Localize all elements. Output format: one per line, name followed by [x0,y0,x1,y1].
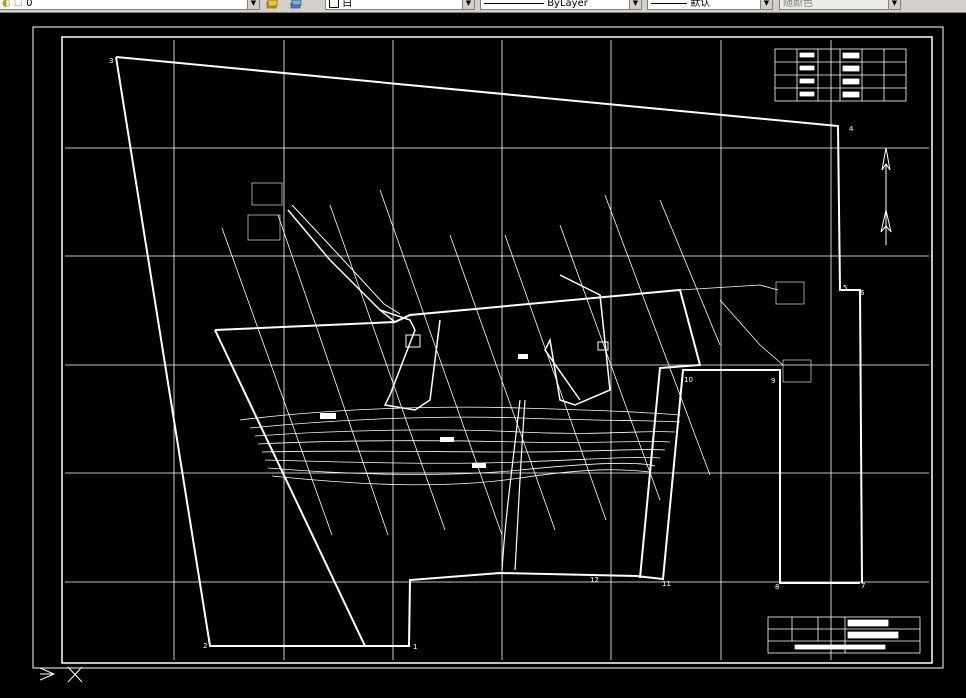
lineweight-sample [651,2,687,4]
road-segment [287,209,396,323]
color-swatch [329,0,339,8]
point-label-2: 2 [203,642,207,650]
color-dropdown[interactable]: 白 ▼ [325,0,475,10]
boundary-main [115,56,860,647]
layer-previous-icon[interactable] [290,0,302,10]
chevron-down-icon[interactable]: ▼ [247,0,259,9]
point-label-11: 11 [662,580,671,588]
point-label-5: 5 [843,284,847,292]
point-label-10: 10 [684,376,693,384]
chevron-down-icon[interactable]: ▼ [629,0,641,9]
coordinate-grid [65,40,929,660]
section-lines [221,189,721,536]
point-label-7: 7 [861,582,865,590]
cursor-cross-icon [67,666,83,683]
point-label-4: 4 [849,125,854,133]
title-block [767,616,921,654]
layer-state-icons: ◐ ☐ [2,0,27,9]
linetype-dropdown-value: ByLayer [547,0,588,9]
ucs-icon [39,667,56,681]
drawing-canvas[interactable]: 3 4 5 6 7 8 9 10 11 12 1 2 [0,13,966,694]
point-label-12: 12 [590,576,599,584]
point-label-8: 8 [775,583,779,591]
legend-table [774,48,907,102]
model-space-drawing: 3 4 5 6 7 8 9 10 11 12 1 2 [32,26,944,683]
chevron-down-icon[interactable]: ▼ [462,0,474,9]
layer-states-icon[interactable] [266,0,278,10]
parcel-left-edge [214,329,366,647]
plotstyle-dropdown: 随颜色 ▼ [779,0,901,10]
inner-border [61,36,933,664]
chevron-down-icon: ▼ [888,0,900,9]
chevron-down-icon[interactable]: ▼ [760,0,772,9]
boundary-top-right [115,56,863,584]
pipeline-bundle [239,399,681,571]
north-arrow-icon [880,147,892,245]
outer-border [32,26,944,669]
lineweight-dropdown-value: 默认 [690,0,711,9]
point-label-3: 3 [109,57,113,65]
lineweight-dropdown[interactable]: 默认 ▼ [647,0,773,10]
point-label-6: 6 [860,289,865,297]
point-labels: 3 4 5 6 7 8 9 10 11 12 1 2 [109,57,865,651]
layer-dropdown[interactable]: ◐ ☐ 0 ▼ [0,0,260,10]
plotstyle-dropdown-value: 随颜色 [783,0,813,9]
linetype-sample [484,2,544,4]
linetype-dropdown[interactable]: ByLayer ▼ [480,0,642,10]
layer-dropdown-value: 0 [26,0,33,9]
point-label-1: 1 [413,643,417,651]
properties-toolbar: ◐ ☐ 0 ▼ 白 ▼ ByLayer ▼ 默认 ▼ 随颜色 ▼ [0,0,966,13]
color-dropdown-value: 白 [342,0,353,9]
point-label-9: 9 [771,377,775,385]
